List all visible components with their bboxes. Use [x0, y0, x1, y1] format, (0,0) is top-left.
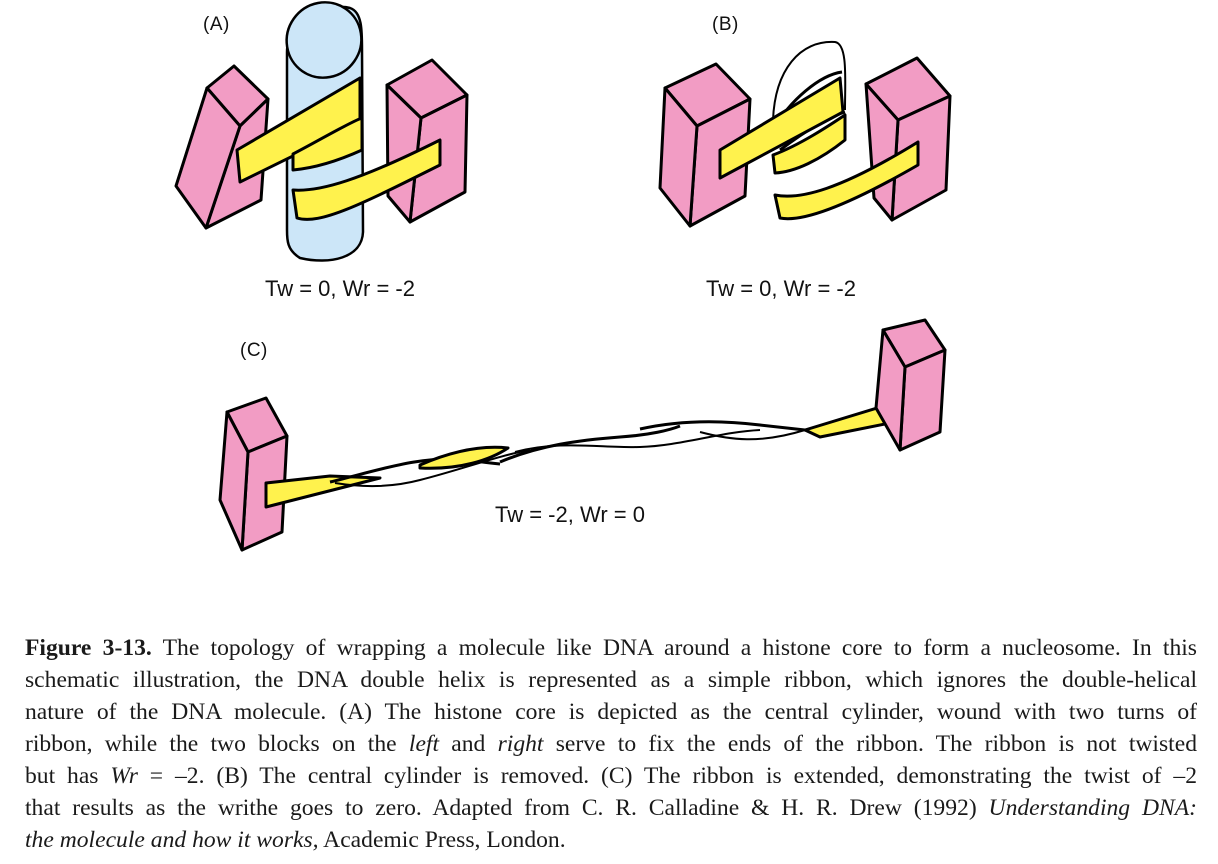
figure-caption: Figure 3-13. The topology of wrapping a … [25, 632, 1197, 856]
caption-text: but has [25, 763, 111, 789]
figure-illustration: .blk polygon { fill: #f29cc4; stroke: #0… [174, 1, 952, 552]
caption-text: the molecule and how it works, [25, 827, 319, 853]
caption-text: that results as the writhe goes to zero.… [25, 795, 989, 821]
panel-c-twisted-ribbon [264, 396, 912, 509]
caption-text: schematic illustration, the DNA double h… [25, 667, 1197, 693]
panel-b-drawing [658, 40, 952, 228]
panel-a-right-block [385, 58, 469, 224]
caption-text: Academic Press, London. [318, 827, 566, 853]
panel-b-right-block [864, 56, 952, 222]
panel-a-label: (A) [203, 14, 230, 35]
panel-c-drawing [218, 318, 947, 552]
caption-line: ribbon, while the two blocks on the left… [25, 728, 1197, 760]
caption-text: The topology of wrapping a molecule like… [151, 635, 1197, 661]
panel-a-ribbon [235, 76, 442, 221]
caption-line: Figure 3-13. The topology of wrapping a … [25, 632, 1197, 664]
caption-figure-number: Figure 3-13. [25, 635, 152, 661]
caption-line: the molecule and how it works, Academic … [25, 824, 1197, 856]
panel-c-label: (C) [240, 340, 268, 361]
caption-line: schematic illustration, the DNA double h… [25, 664, 1197, 696]
panel-b-ribbon [718, 76, 920, 221]
caption-text: nature of the DNA molecule. (A) The hist… [25, 699, 1197, 725]
caption-text: left [408, 731, 440, 757]
panel-a-equation: Tw = 0, Wr = -2 [265, 276, 415, 301]
panel-b-equation: Tw = 0, Wr = -2 [706, 276, 856, 301]
caption-text: = –2. (B) The central cylinder is remove… [137, 763, 1197, 789]
caption-line: that results as the writhe goes to zero.… [25, 792, 1197, 824]
caption-text: serve to fix the ends of the ribbon. The… [543, 731, 1197, 757]
panel-b-label: (B) [712, 14, 739, 35]
caption-text: right [497, 731, 544, 757]
caption-line: but has Wr = –2. (B) The central cylinde… [25, 760, 1197, 792]
panel-a-drawing [174, 1, 469, 262]
caption-text: ribbon, while the two blocks on the [25, 731, 409, 757]
caption-text: Understanding DNA: [988, 795, 1197, 821]
caption-line: nature of the DNA molecule. (A) The hist… [25, 696, 1197, 728]
panel-c-left-block [218, 396, 289, 552]
panel-c-right-block [874, 318, 947, 452]
caption-text: Wr [110, 763, 138, 789]
figure-svg: .blk polygon { fill: #f29cc4; stroke: #0… [174, 1, 952, 552]
caption-text: and [439, 731, 498, 757]
panel-c-equation: Tw = -2, Wr = 0 [495, 502, 645, 527]
